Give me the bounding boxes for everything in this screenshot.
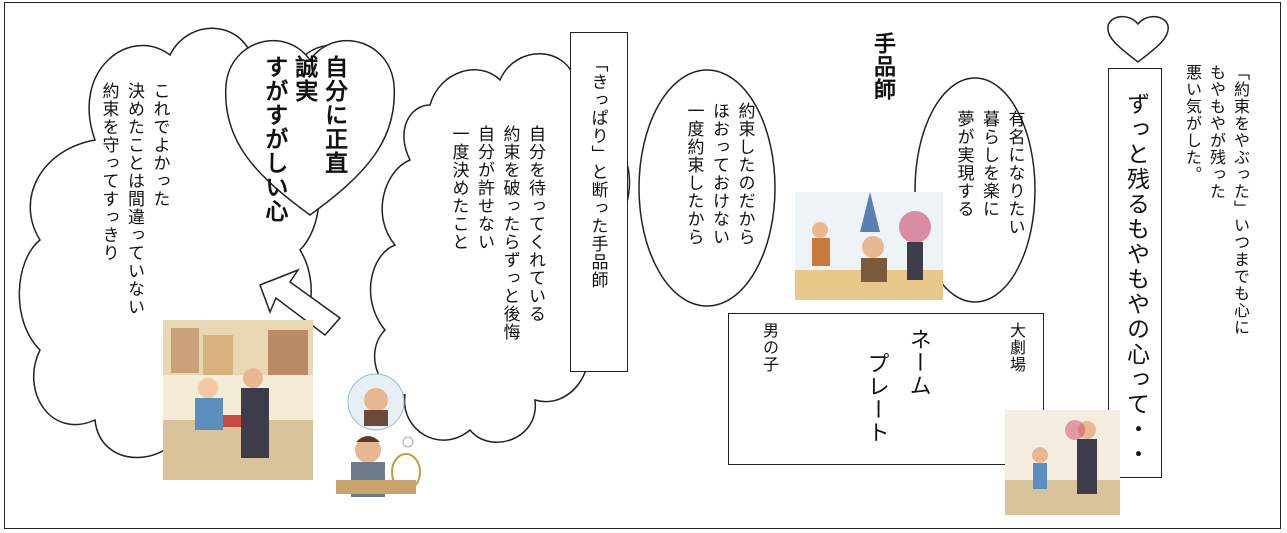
heart-line-1: 自分に正直	[320, 55, 347, 175]
worksheet-frame	[4, 2, 1281, 529]
regret-line-2: 約束を破ったらずっと後悔	[499, 125, 520, 341]
nameplate-center: ネーム プレート	[855, 328, 939, 444]
promise-line-3: 一度約束したから	[683, 102, 704, 246]
small-heart-shape	[1107, 15, 1169, 63]
heart-line-2: 誠実	[290, 55, 317, 103]
far-right-line-2: もやもやが残った	[1207, 64, 1226, 200]
regret-cloud-text: 自分を待ってくれている 約束を破ったらずっと後悔 自分が許せない 一度決めたこと	[445, 125, 547, 341]
left-cloud-line-3: 約束を守ってすっきり	[98, 82, 119, 262]
up-left-arrow	[259, 268, 342, 337]
magician-dream-illustration	[795, 192, 943, 300]
promise-bubble-text: 約束したのだから ほおっておけない 一度約束したから	[680, 102, 757, 246]
left-cloud-line-2: 決めたことは間違っていない	[124, 82, 144, 316]
dream-bubble-text: 有名になりたい 暮らしを楽に 夢が実現する	[950, 110, 1027, 236]
right-box	[1108, 68, 1162, 478]
right-box-text: ずっと残るもやもやの心って・・	[1122, 92, 1149, 467]
dream-bubble-shape	[914, 77, 1036, 303]
refuse-box-text: 「きっぱり」と断った手品師	[587, 55, 608, 289]
street-scene-illustration	[163, 320, 313, 480]
left-cloud-text: これでよかった 決めたことは間違っていない 約束を守ってすっきり	[95, 82, 172, 316]
nameplate-left-label: 男の子	[760, 322, 779, 373]
regret-line-3: 自分が許せない	[474, 125, 494, 251]
nameplate-center-line-1: ネーム	[905, 328, 931, 397]
promise-line-2: ほおっておけない	[709, 102, 729, 246]
promise-line-1: 約束したのだから	[734, 102, 755, 246]
heart-text: 自分に正直 誠実 すがすがしい心	[258, 55, 348, 223]
heart-line-3: すがすがしい心	[260, 55, 287, 223]
boy-and-magician-illustration	[1005, 410, 1120, 515]
boy-phone-illustration	[336, 373, 421, 497]
left-cloud-line-1: これでよかった	[149, 82, 170, 208]
nameplate-center-line-2: プレート	[863, 352, 889, 444]
refuse-box	[570, 32, 628, 372]
dream-line-2: 暮らしを楽に	[979, 110, 999, 218]
dream-line-1: 有名になりたい	[1004, 110, 1025, 236]
regret-line-4: 一度決めたこと	[448, 125, 469, 251]
far-right-line-3: 悪い気がした。	[1183, 64, 1202, 183]
regret-line-1: 自分を待ってくれている	[525, 125, 545, 323]
dream-line-3: 夢が実現する	[953, 110, 974, 218]
nameplate-box	[728, 313, 1044, 465]
magician-title: 手品師	[870, 32, 895, 101]
big-heart-outline	[224, 39, 396, 216]
promise-bubble-shape	[638, 69, 776, 307]
far-right-note: 「約束をやぶった」いつまでも心に もやもやが残った 悪い気がした。	[1180, 64, 1252, 394]
nameplate-right-label: 大劇場	[1007, 322, 1026, 373]
far-right-line-1: 「約束をやぶった」いつまでも心に	[1231, 64, 1250, 336]
